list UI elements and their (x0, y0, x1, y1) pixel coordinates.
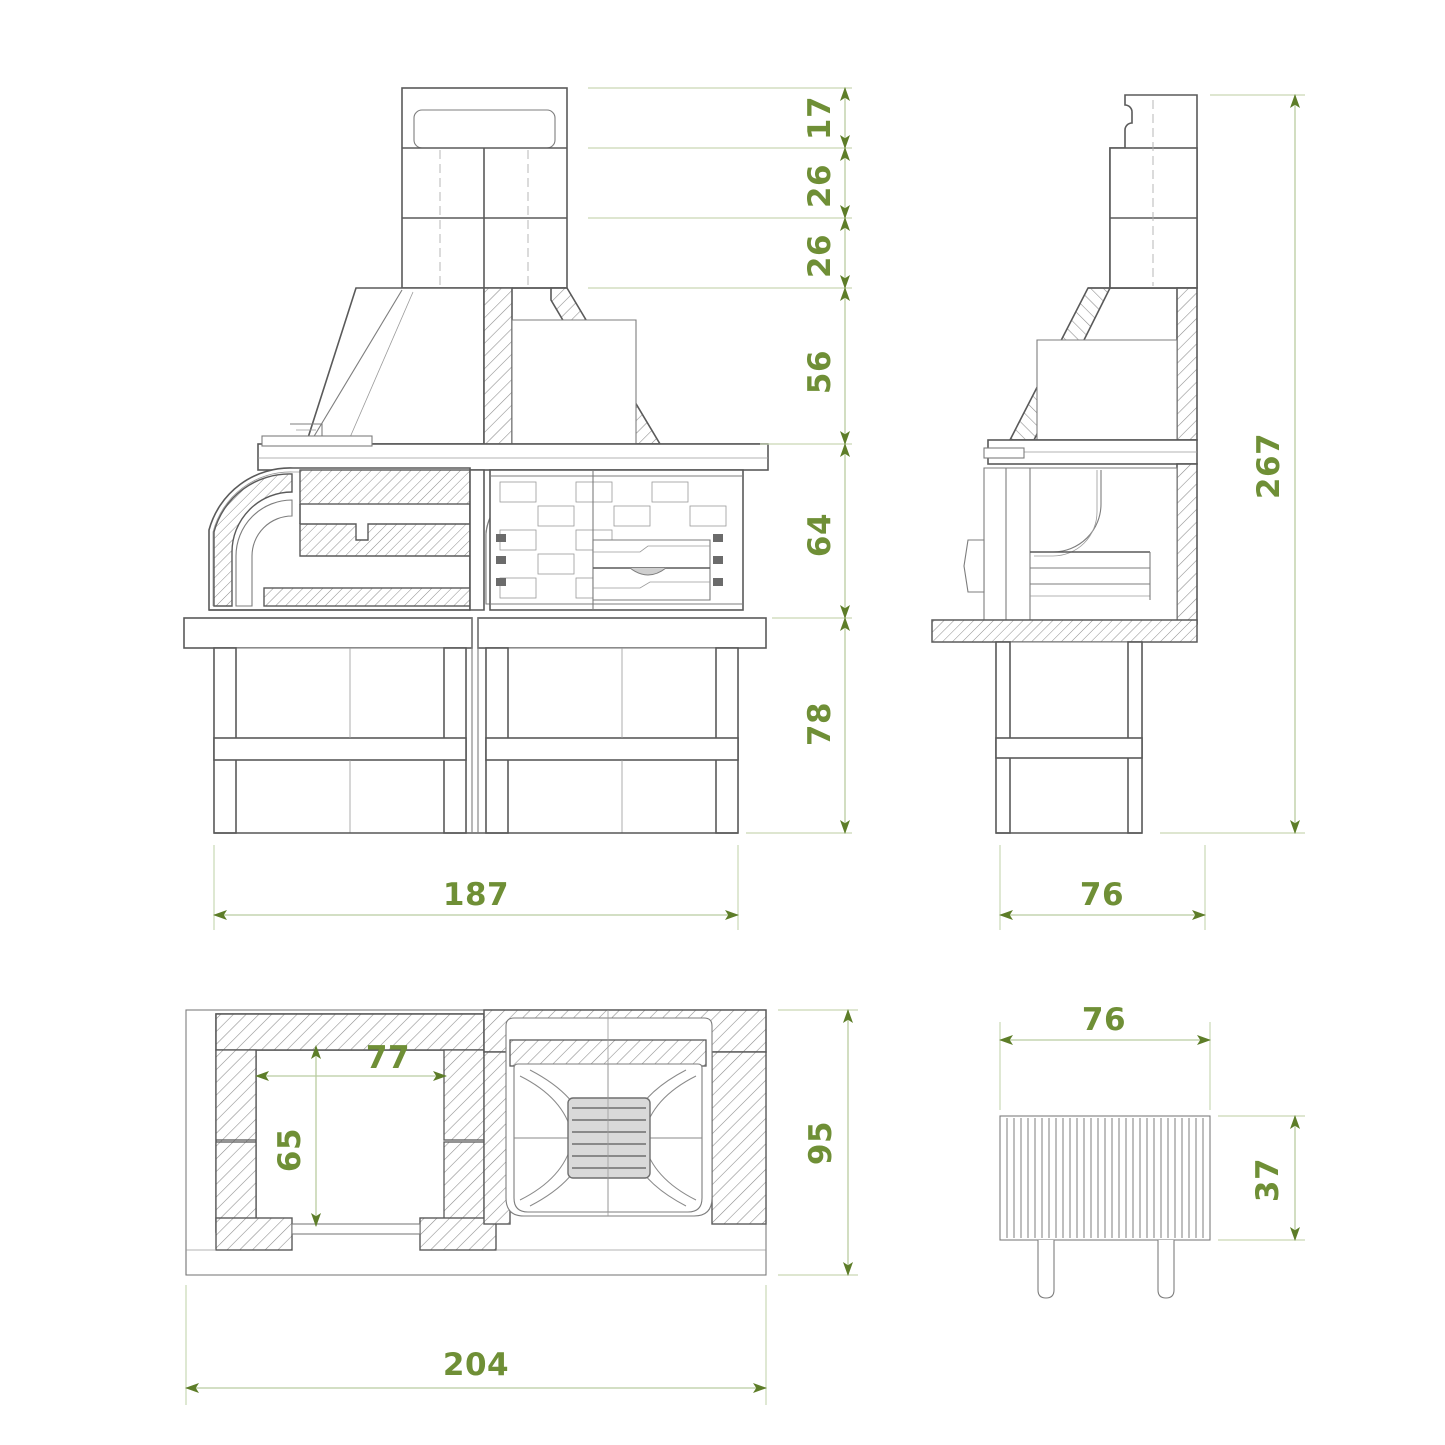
grate-detail-bars (1006, 1118, 1204, 1238)
grate-rails (496, 534, 723, 586)
front-elevation (183, 87, 769, 834)
hood (304, 287, 768, 445)
base-cabinet (213, 618, 739, 834)
grate-bars (572, 1107, 646, 1169)
side-hood (1008, 287, 1198, 441)
plan-depth-dimension: 95 (778, 1009, 858, 1276)
dim-plan-oven-width: 77 (366, 1040, 410, 1076)
dim-plan-oven-depth: 65 (272, 1128, 308, 1172)
worktop-slab (183, 617, 767, 649)
grill-firebox (489, 469, 744, 611)
side-base (995, 641, 1143, 834)
front-vertical-dimensions: 17 26 26 56 64 78 (588, 87, 852, 834)
plan-width-dimension: 204 (185, 1285, 767, 1405)
side-elevation (931, 94, 1198, 834)
grill-grate-detail (999, 1115, 1211, 1299)
side-dimensions: 267 76 (999, 94, 1305, 930)
dim-front-width: 187 (443, 877, 509, 913)
side-oven-chamber (931, 463, 1198, 669)
dim-plan-depth: 95 (803, 1121, 839, 1165)
plan-oven (185, 1013, 766, 1275)
dim-plan-width: 204 (443, 1347, 509, 1383)
plan-inner-dimensions: 77 65 (255, 1040, 447, 1227)
dim-hood-height: 56 (802, 350, 838, 394)
front-width-dimension: 187 (213, 845, 739, 930)
dim-side-overall-height: 267 (1251, 433, 1287, 499)
chimney-stack (401, 87, 568, 289)
side-chimney (1109, 94, 1198, 289)
dim-side-depth: 76 (1080, 877, 1124, 913)
oven-section (208, 467, 471, 611)
dim-base-height: 78 (802, 702, 838, 746)
dim-chimney-cap: 17 (802, 96, 838, 140)
side-hearth (983, 439, 1198, 465)
plan-grill (483, 1009, 767, 1225)
hearth-slab (257, 423, 769, 471)
plan-view (185, 1009, 767, 1276)
grate-detail-dimensions: 76 37 (999, 1002, 1305, 1241)
dim-grate-height: 37 (1250, 1158, 1286, 1202)
dim-chimney-course-3: 26 (802, 234, 838, 278)
dim-firebox-height: 64 (802, 513, 838, 557)
dim-grate-width: 76 (1082, 1002, 1126, 1038)
dim-chimney-course-2: 26 (802, 164, 838, 208)
